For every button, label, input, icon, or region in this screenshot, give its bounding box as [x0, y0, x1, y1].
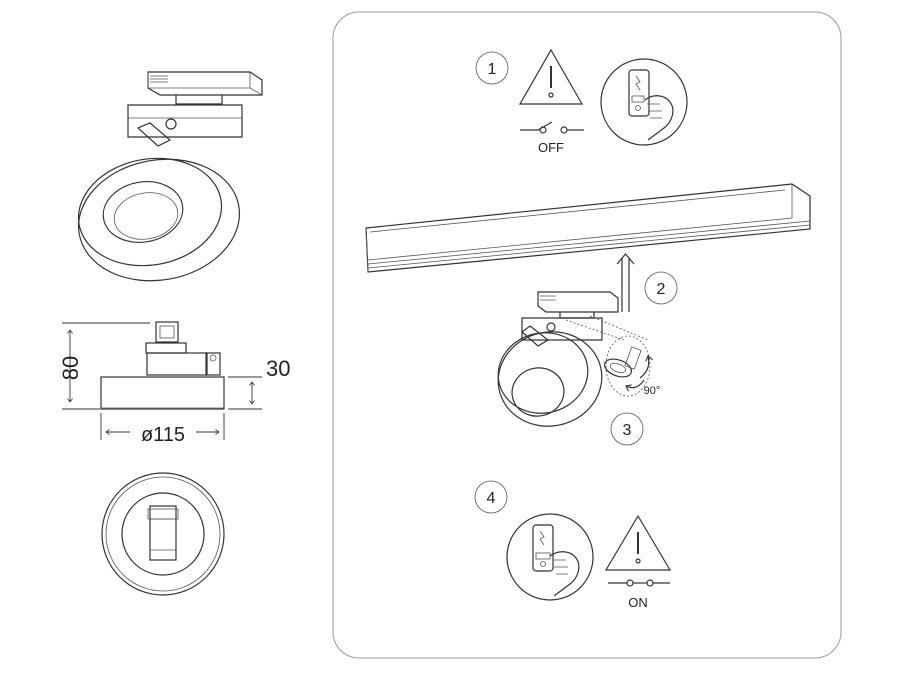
- warning-triangle-icon: [604, 514, 672, 571]
- step-1: 1 OFF: [475, 48, 688, 155]
- warning-triangle-icon: [518, 48, 584, 105]
- switch-on-icon: [608, 579, 670, 587]
- step-2-number: 2: [657, 281, 666, 298]
- up-arrow-icon: [616, 253, 635, 312]
- dimension-height-label: 80: [58, 356, 83, 380]
- hand-switch-icon: [600, 58, 688, 146]
- dimension-ring-height: 30: [228, 356, 290, 410]
- step-3-number: 3: [623, 422, 632, 439]
- step-4-switch-label: ON: [628, 595, 648, 610]
- hand-switch-icon: [506, 513, 594, 601]
- product-bottom-view: [101, 472, 225, 596]
- product-isometric-view: [77, 71, 263, 282]
- track-rail: [365, 183, 811, 273]
- switch-off-icon: [520, 121, 584, 134]
- dimension-diameter-label: ø115: [141, 424, 185, 446]
- product-installation-view: [497, 291, 619, 427]
- dimension-height: 80: [58, 322, 150, 410]
- step-4-number: 4: [487, 490, 496, 507]
- rotation-knob-icon: [603, 346, 642, 378]
- step-2: 2: [616, 253, 678, 312]
- product-side-view: [100, 321, 225, 410]
- step-3-angle: 90°: [644, 385, 661, 397]
- step-1-number: 1: [488, 61, 497, 78]
- instruction-panel: [332, 11, 842, 659]
- step-3: 90° 3: [565, 315, 661, 446]
- dimension-ring-height-label: 30: [266, 356, 290, 381]
- step-1-switch-label: OFF: [538, 140, 564, 155]
- step-4: 4 ON: [474, 480, 672, 610]
- dimension-diameter: ø115: [100, 413, 225, 446]
